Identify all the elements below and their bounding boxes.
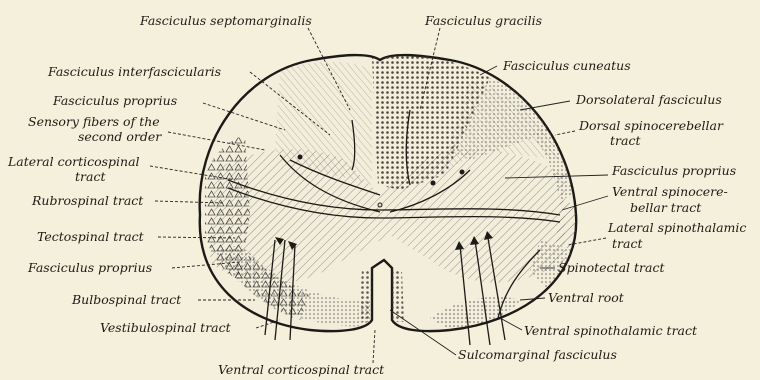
label-fasciculus-interfascicularis: Fasciculus interfascicularis: [47, 64, 221, 79]
label-lateral-spinothalamic-line1: Lateral spinothalamic: [607, 220, 746, 235]
label-fasciculus-proprius-upper: Fasciculus proprius: [52, 93, 177, 108]
label-bulbospinal-tract: Bulbospinal tract: [71, 292, 182, 307]
label-spinotectal-tract: Spinotectal tract: [558, 260, 665, 275]
label-ventral-root: Ventral root: [548, 290, 625, 305]
label-rubrospinal-tract: Rubrospinal tract: [31, 193, 144, 208]
label-ventral-corticospinal-tract: Ventral corticospinal tract: [218, 362, 385, 377]
label-vestibulospinal-tract: Vestibulospinal tract: [100, 320, 232, 335]
label-ventral-spinocerebellar-line1: Ventral spinocere-: [612, 184, 728, 199]
label-fasciculus-cuneatus: Fasciculus cuneatus: [502, 58, 631, 73]
label-sensory-fibers-line1: Sensory fibers of the: [28, 114, 160, 129]
label-dorsolateral-fasciculus: Dorsolateral fasciculus: [575, 92, 722, 107]
label-fasciculus-proprius-right: Fasciculus proprius: [611, 163, 736, 178]
label-lateral-corticospinal-line2: tract: [75, 169, 106, 184]
label-ventral-spinothalamic-tract: Ventral spinothalamic tract: [524, 323, 698, 338]
label-dorsal-spinocerebellar-line1: Dorsal spinocerebellar: [578, 118, 724, 133]
label-fasciculus-gracilis: Fasciculus gracilis: [424, 13, 542, 28]
label-lateral-spinothalamic-line2: tract: [612, 236, 643, 251]
label-tectospinal-tract: Tectospinal tract: [37, 229, 145, 244]
label-ventral-spinocerebellar-line2: bellar tract: [630, 200, 702, 215]
label-fasciculus-proprius-lower: Fasciculus proprius: [27, 260, 152, 275]
label-dorsal-spinocerebellar-line2: tract: [610, 133, 641, 148]
label-fasciculus-septomarginalis: Fasciculus septomarginalis: [139, 13, 312, 28]
label-lateral-corticospinal-line1: Lateral corticospinal: [7, 154, 140, 169]
spinal-cord-section: [200, 53, 577, 345]
label-sensory-fibers-line2: second order: [78, 129, 162, 144]
label-sulcomarginal-fasciculus: Sulcomarginal fasciculus: [458, 347, 617, 362]
